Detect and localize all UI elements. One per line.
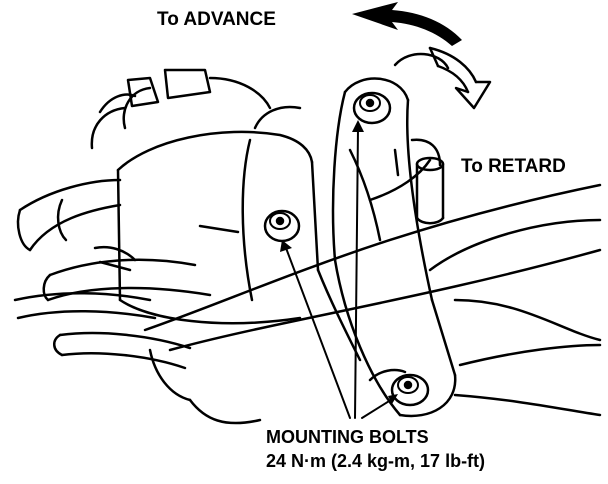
advance-arrow-icon: [352, 2, 462, 46]
ignition-wires: [13, 178, 212, 370]
bottom-bolt: [390, 373, 430, 407]
advance-label: To ADVANCE: [157, 9, 276, 30]
retard-label: To RETARD: [461, 156, 566, 177]
mounting-bolts-label: MOUNTING BOLTS: [266, 427, 429, 447]
distributor-cap: [116, 130, 320, 425]
distributor-flange: [316, 52, 457, 418]
wiring-harness: [90, 68, 302, 150]
top-bolt: [352, 91, 392, 125]
bolt-leader-lines: [285, 127, 395, 419]
torque-spec-label: 24 N·m (2.4 kg-m, 17 lb-ft): [266, 451, 486, 471]
bolt-icon: [263, 91, 430, 407]
engine-block-outline: [143, 158, 602, 417]
retard-arrow-icon: [428, 46, 492, 110]
middle-bolt: [263, 209, 301, 243]
engine-stud: [415, 156, 445, 225]
leader-arrowheads: [280, 120, 398, 404]
